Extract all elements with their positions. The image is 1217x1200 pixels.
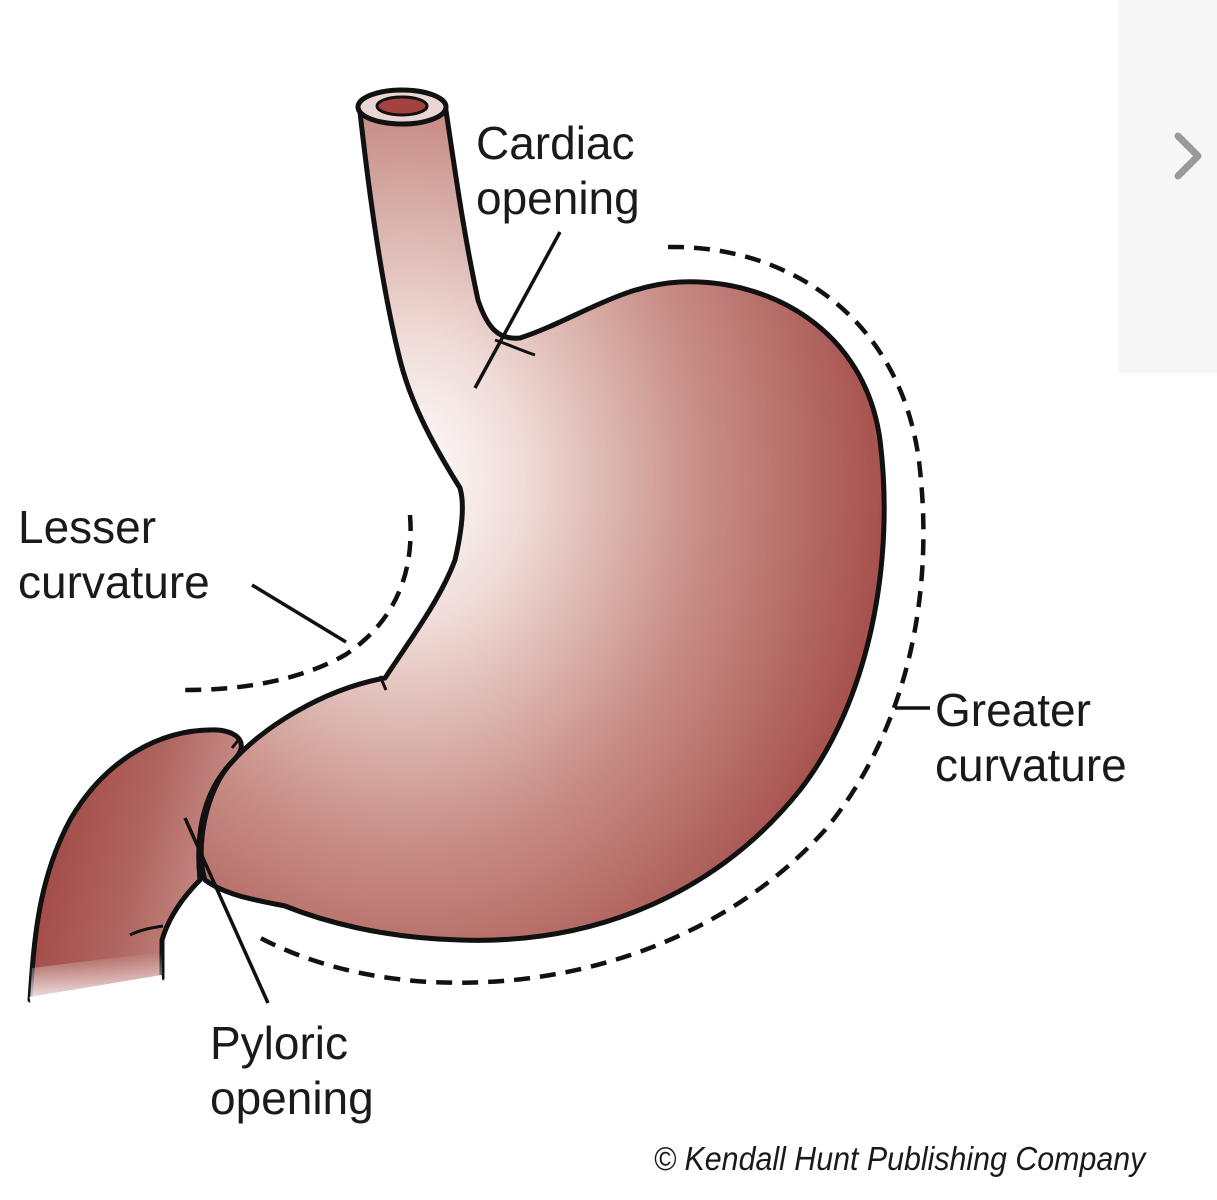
pyloric-label-line1: Pyloric [210, 1017, 349, 1069]
lesser-curvature-label: Lesser curvature [18, 500, 210, 610]
cardiac-leader [473, 231, 562, 389]
lesser-leader [251, 583, 347, 644]
next-image-button[interactable] [1160, 118, 1216, 194]
stomach-body [198, 101, 887, 943]
duodenum [27, 727, 244, 1003]
chevron-right-icon [1174, 132, 1202, 180]
greater-curvature-dash [253, 244, 926, 985]
greater-curvature-label: Greater curvature [935, 683, 1127, 793]
lesser-curvature-dash [184, 514, 413, 693]
pyloric-leader [183, 817, 270, 1004]
pyloric-opening-label: Pyloric opening [210, 1016, 374, 1126]
cardiac-label-line1: Cardiac [476, 117, 635, 169]
copyright-credit: © Kendall Hunt Publishing Company [653, 1140, 1145, 1177]
lesser-label-line1: Lesser [18, 501, 157, 553]
cardiac-opening-label: Cardiac opening [476, 116, 640, 226]
greater-label-line1: Greater [935, 684, 1091, 736]
greater-label-line2: curvature [935, 739, 1127, 791]
lesser-label-line2: curvature [18, 556, 210, 608]
pyloric-label-line2: opening [210, 1072, 374, 1124]
side-panel [1118, 0, 1217, 373]
cardiac-label-line2: opening [476, 172, 640, 224]
